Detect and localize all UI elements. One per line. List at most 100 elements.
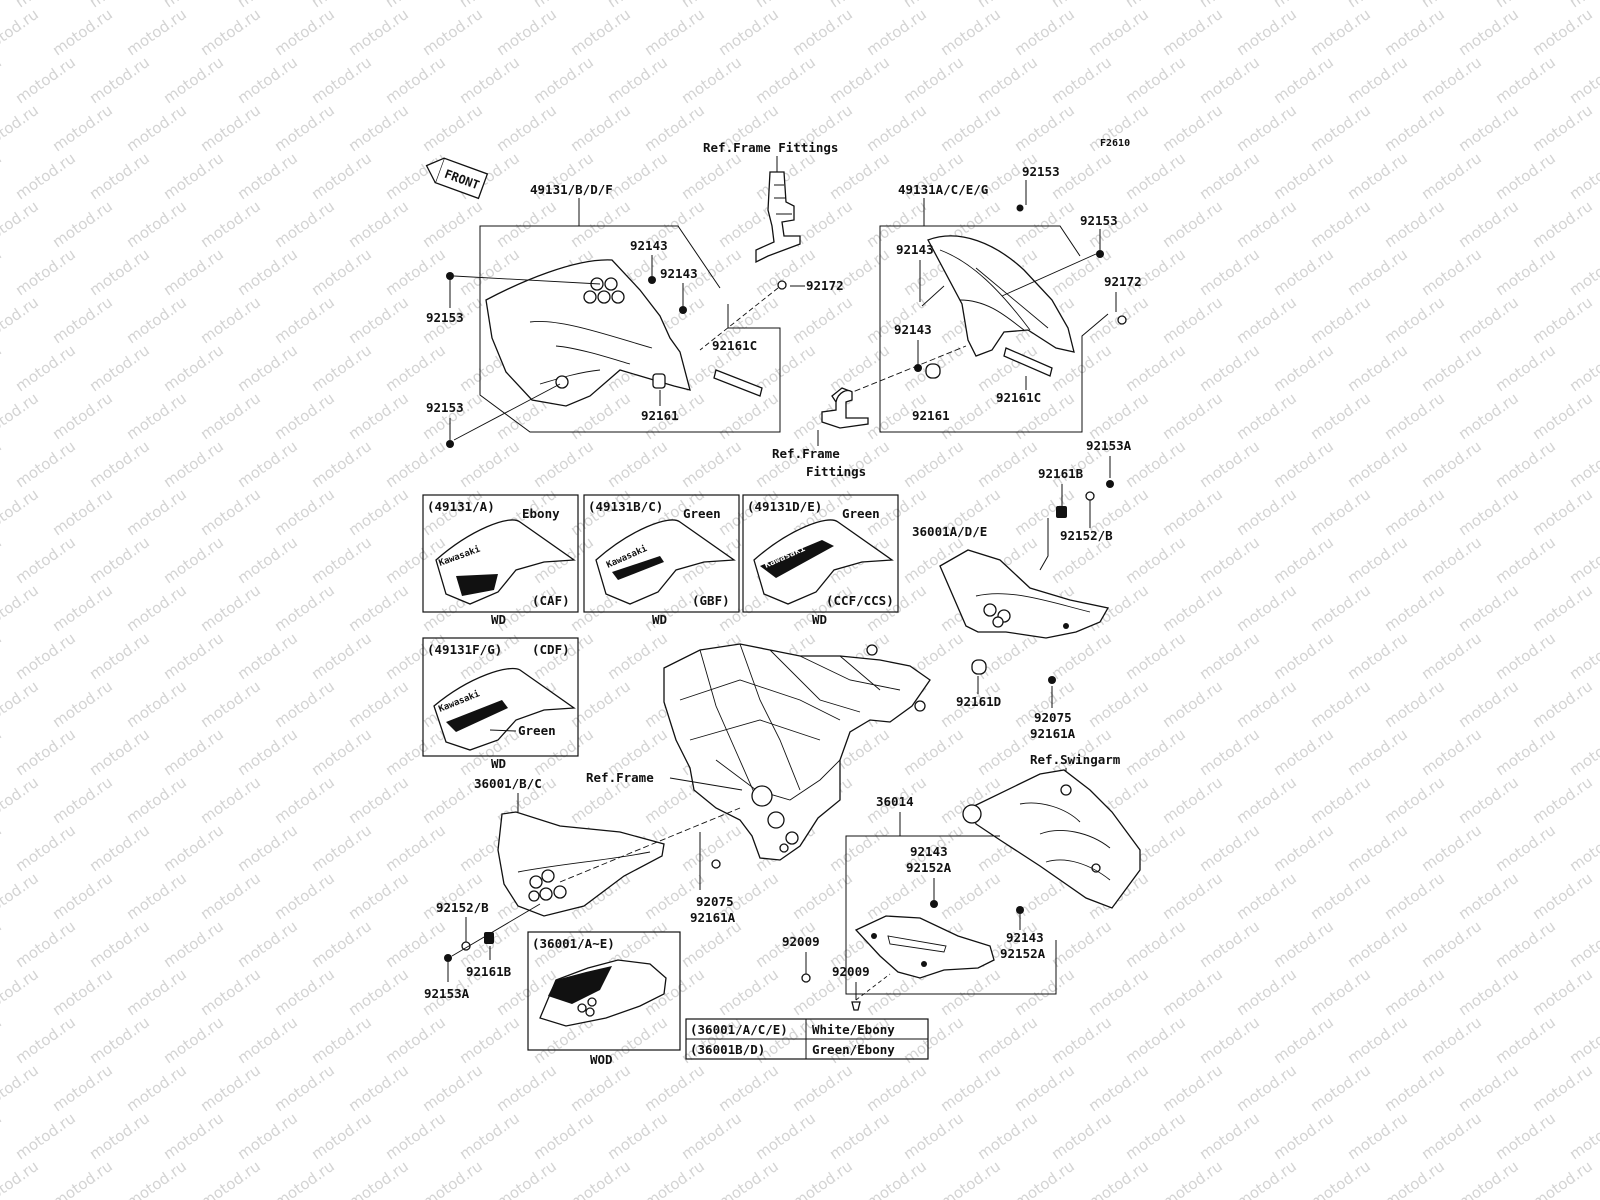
- trim-92161c-left[interactable]: [713, 369, 763, 397]
- screw-92009-2[interactable]: [851, 1001, 861, 1011]
- callout-92161a-right[interactable]: 92161A: [1030, 726, 1076, 741]
- callout-92143-left-1[interactable]: 92143: [630, 238, 668, 253]
- trim-92161c-right[interactable]: [1003, 347, 1053, 377]
- variant-1-color: Ebony: [522, 506, 560, 521]
- washer-92143-left-2[interactable]: [679, 306, 687, 314]
- callout-92161-left[interactable]: 92161: [641, 408, 679, 423]
- grommet-92161-right[interactable]: [925, 363, 941, 379]
- variant-3-part: (49131D/E): [747, 499, 822, 514]
- variant-2-tag: WD: [652, 612, 667, 627]
- ref-frame-fittings-top-label[interactable]: Ref.Frame Fittings: [703, 140, 838, 155]
- callout-92153-left-2[interactable]: 92153: [426, 400, 464, 415]
- callout-92152b-left[interactable]: 92152/B: [436, 900, 489, 915]
- washer-92143-left-1[interactable]: [648, 276, 656, 284]
- frame[interactable]: [663, 643, 931, 861]
- grommet-92161-left[interactable]: [652, 373, 666, 389]
- callout-92161b-right[interactable]: 92161B: [1038, 466, 1084, 481]
- chain-guard[interactable]: [854, 915, 995, 979]
- variant-2-code: (GBF): [692, 593, 730, 608]
- callout-92075-right[interactable]: 92075: [1034, 710, 1072, 725]
- callout-92161a-left[interactable]: 92161A: [690, 910, 736, 925]
- cover-variant-tag: WOD: [590, 1052, 613, 1067]
- nut-92075-right[interactable]: [1048, 676, 1056, 684]
- callout-92172-left[interactable]: 92172: [806, 278, 844, 293]
- variant-box-3[interactable]: (49131D/E) Green Kawasaki (CCF/CCS) WD: [742, 494, 899, 627]
- callout-92153a-left[interactable]: 92153A: [424, 986, 470, 1001]
- cover-variant-part: (36001/A~E): [532, 936, 615, 951]
- callout-92075-left[interactable]: 92075: [696, 894, 734, 909]
- shroud-right[interactable]: [927, 235, 1075, 357]
- grommet-92161d[interactable]: [971, 659, 987, 675]
- ref-frame-label[interactable]: Ref.Frame: [586, 770, 654, 785]
- callout-92143-left-2[interactable]: 92143: [660, 266, 698, 281]
- callout-92153-left-1[interactable]: 92153: [426, 310, 464, 325]
- bolt-92153-left-1[interactable]: [446, 272, 454, 280]
- bolt-92172-left[interactable]: [777, 280, 787, 290]
- variant-3-code: (CCF/CCS): [826, 593, 894, 608]
- bolt-92153-left-2[interactable]: [446, 440, 454, 448]
- variant-3-color: Green: [842, 506, 880, 521]
- bolt-92153-right-2[interactable]: [1096, 250, 1104, 258]
- variant-box-2[interactable]: (49131B/C) Green Kawasaki (GBF) WD: [583, 494, 740, 627]
- shroud-right-label[interactable]: 49131A/C/E/G: [898, 182, 988, 197]
- shroud-left[interactable]: [485, 259, 691, 407]
- screw-92009-1[interactable]: [801, 973, 811, 983]
- variant-1-part: (49131/A): [427, 499, 495, 514]
- bolt-92172-right[interactable]: [1117, 315, 1127, 325]
- callout-92009-2[interactable]: 92009: [832, 964, 870, 979]
- callout-92161b-left[interactable]: 92161B: [466, 964, 512, 979]
- variant-box-1[interactable]: (49131/A) Ebony Kawasaki (CAF) WD: [422, 494, 579, 627]
- callout-92009-1[interactable]: 92009: [782, 934, 820, 949]
- frame-fitting-bracket-mid[interactable]: [821, 387, 869, 429]
- cover-variant-box[interactable]: (36001/A~E) WOD: [527, 931, 681, 1067]
- washer-92143-guard-2[interactable]: [1016, 906, 1024, 914]
- grommet-92161b-left[interactable]: [484, 932, 494, 944]
- callout-92153-right-2[interactable]: 92153: [1080, 213, 1118, 228]
- callout-92152b-right[interactable]: 92152/B: [1060, 528, 1113, 543]
- washer-92143-guard-1[interactable]: [930, 900, 938, 908]
- callout-92143-guard-2[interactable]: 92143: [1006, 930, 1044, 945]
- nut-92075-left[interactable]: [711, 859, 721, 869]
- variant-2-color: Green: [683, 506, 721, 521]
- variant-1-tag: WD: [491, 612, 506, 627]
- variant-1-code: (CAF): [532, 593, 570, 608]
- figure-code: F2610: [1100, 138, 1130, 149]
- color-table-row2-color: Green/Ebony: [812, 1042, 895, 1057]
- bolt-92153a-right[interactable]: [1106, 480, 1114, 488]
- washer-92152b-left[interactable]: [461, 941, 471, 951]
- guard-label[interactable]: 36014: [876, 794, 914, 809]
- ref-swingarm-label[interactable]: Ref.Swingarm: [1030, 752, 1121, 767]
- callout-92161c-right[interactable]: 92161C: [996, 390, 1041, 405]
- shroud-left-label[interactable]: 49131/B/D/F: [530, 182, 613, 197]
- variant-4-tag: WD: [491, 756, 506, 771]
- ref-frame-fittings-mid-label-1[interactable]: Ref.Frame: [772, 446, 840, 461]
- variant-3-tag: WD: [812, 612, 827, 627]
- callout-92161d[interactable]: 92161D: [956, 694, 1001, 709]
- callout-92161c-left[interactable]: 92161C: [712, 338, 757, 353]
- bolt-92153-right-1[interactable]: [1016, 204, 1024, 212]
- swingarm[interactable]: [962, 769, 1141, 909]
- callout-92143-right-1[interactable]: 92143: [896, 242, 934, 257]
- frame-fitting-bracket-top[interactable]: [755, 171, 801, 264]
- variant-4-color: Green: [518, 723, 556, 738]
- side-cover-right[interactable]: [939, 549, 1110, 639]
- grommet-92161b-right[interactable]: [1056, 506, 1067, 518]
- callout-92152a-guard-1[interactable]: 92152A: [906, 860, 952, 875]
- variant-2-part: (49131B/C): [588, 499, 663, 514]
- variant-4-code: (CDF): [532, 642, 570, 657]
- bolt-92153a-left[interactable]: [444, 954, 452, 962]
- color-table-row2-part: (36001B/D): [690, 1042, 765, 1057]
- callout-92172-right[interactable]: 92172: [1104, 274, 1142, 289]
- callout-92153-right-1[interactable]: 92153: [1022, 164, 1060, 179]
- side-cover-left[interactable]: [497, 811, 665, 917]
- cover-right-label[interactable]: 36001A/D/E: [912, 524, 987, 539]
- callout-92161-right[interactable]: 92161: [912, 408, 950, 423]
- callout-92152a-guard-2[interactable]: 92152A: [1000, 946, 1046, 961]
- variant-box-4[interactable]: (49131F/G) (CDF) Kawasaki Green WD: [422, 637, 579, 771]
- callout-92143-guard-1[interactable]: 92143: [910, 844, 948, 859]
- callout-92143-right-2[interactable]: 92143: [894, 322, 932, 337]
- ref-frame-fittings-mid-label-2[interactable]: Fittings: [806, 464, 866, 479]
- callout-92153a-right[interactable]: 92153A: [1086, 438, 1132, 453]
- front-arrow-icon: FRONT: [425, 157, 489, 200]
- cover-left-label[interactable]: 36001/B/C: [474, 776, 542, 791]
